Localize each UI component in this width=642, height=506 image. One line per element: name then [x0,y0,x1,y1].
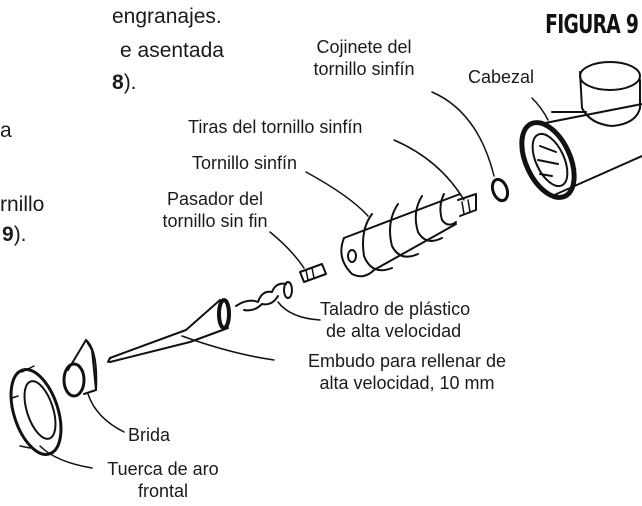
taladro-part [235,281,293,312]
body-text-line-3: 8). [112,70,137,96]
leader-tornillo [305,171,369,217]
figure-ref-8: 8 [112,71,124,94]
leader-brida [87,393,125,433]
label-tuerca-line1: Tuerca de aro [107,459,219,479]
label-taladro: Taladro de plástico de alta velocidad [320,298,470,342]
body-text-punct: ). [123,71,137,94]
leader-tuerca [39,445,93,469]
label-tornillo: Tornillo sinfín [192,153,298,173]
cabezal-part [519,61,642,200]
label-taladro-line1: Taladro de plástico [320,299,471,319]
body-text-punct: ). [13,223,27,246]
label-cojinete-line1: Cojinete del [316,37,412,57]
label-pasador-line1: Pasador del [166,189,264,209]
body-text-line-5: rnillo [0,193,45,216]
cojinete-part [490,177,510,203]
body-text-line-2: e asentada [120,39,224,62]
label-cabezal: Cabezal [468,67,535,87]
figure-title: FIGURA 9 [544,10,639,40]
label-embudo: Embudo para rellenar de alta velocidad, … [272,350,542,394]
label-pasador-line2: tornillo sin fin [162,211,268,231]
figure-ref-9: 9 [2,223,14,246]
label-cojinete: Cojinete del tornillo sinfín [292,36,436,80]
leader-tiras [393,139,465,201]
leader-cojinete [431,91,495,177]
leader-pasador [269,231,305,269]
body-text-line-6: 9). [2,222,27,248]
leader-taladro [277,301,321,321]
body-text-line-4: a [0,119,12,142]
embudo-part [107,298,231,363]
label-cojinete-line2: tornillo sinfín [313,59,415,79]
brida-part [62,339,98,398]
label-brida: Brida [128,425,171,445]
label-tuerca-line2: frontal [137,481,189,501]
label-tiras: Tiras del tornillo sinfín [188,117,363,137]
tornillo-part [340,193,477,278]
label-taladro-line2: de alta velocidad [326,321,462,341]
leader-embudo [181,335,275,361]
tuerca-part [9,365,63,456]
label-embudo-line2: alta velocidad, 10 mm [319,373,495,393]
leader-cabezal [531,97,549,121]
pasador-part [299,263,327,283]
body-text-line-1: engranajes. [112,5,222,28]
label-pasador: Pasador del tornillo sin fin [140,188,290,232]
label-embudo-line1: Embudo para rellenar de [307,351,507,371]
label-tuerca: Tuerca de aro frontal [90,458,236,502]
